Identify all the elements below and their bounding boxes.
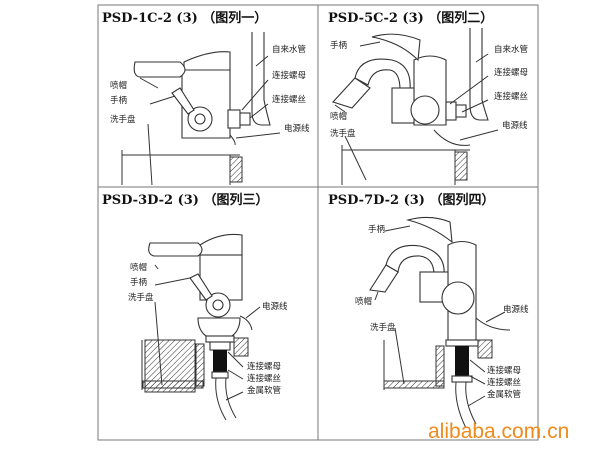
label-basin: 洗手盘 xyxy=(110,114,136,125)
label-nozzle: 喷帽 xyxy=(355,296,372,307)
label-nut: 连接螺母 xyxy=(247,361,281,372)
screw xyxy=(239,112,251,126)
panel-title: PSD-1C-2 (3) （图列一） xyxy=(102,10,267,26)
panel-4: PSD-7D-2 (3) （图列四） 手柄 喷帽 洗手盘 电源线 连接螺母 连接… xyxy=(328,192,529,429)
label-hose: 金属软管 xyxy=(247,385,281,396)
label-hose: 金属软管 xyxy=(487,389,521,400)
panel-2: PSD-5C-2 (3) （图列二） 手柄 自来水管 连接螺母 连接螺丝 电源线… xyxy=(328,10,529,185)
label-nozzle: 喷帽 xyxy=(110,80,127,91)
label-nut: 连接螺母 xyxy=(494,67,528,78)
label-nut: 连接螺母 xyxy=(272,70,306,81)
watermark: alibaba.com.cn xyxy=(428,420,570,443)
label-basin: 洗手盘 xyxy=(370,322,396,333)
label-cable: 电源线 xyxy=(284,123,310,134)
water-pipe xyxy=(251,32,271,126)
faucet-lever xyxy=(183,51,231,71)
label-screw: 连接螺丝 xyxy=(494,91,529,102)
label-basin: 洗手盘 xyxy=(128,292,154,303)
label-screw: 连接螺丝 xyxy=(247,373,282,384)
panel-frames xyxy=(97,4,539,441)
label-cable: 电源线 xyxy=(262,301,288,312)
label-handle: 手柄 xyxy=(110,95,128,106)
panel-1: PSD-1C-2 (3) （图列一） 自来水管 连接螺母 连接螺丝 电源线 喷帽… xyxy=(102,10,310,186)
panel-title: PSD-5C-2 (3) （图列二） xyxy=(328,10,493,26)
label-nut: 连接螺母 xyxy=(487,365,521,376)
nut xyxy=(227,109,241,129)
label-basin: 洗手盘 xyxy=(330,128,356,139)
label-pipe: 自来水管 xyxy=(272,44,306,55)
label-nozzle: 喷帽 xyxy=(330,111,347,122)
label-handle: 手柄 xyxy=(368,224,386,235)
label-handle: 手柄 xyxy=(330,40,348,51)
label-nozzle: 喷帽 xyxy=(130,262,147,273)
label-cable: 电源线 xyxy=(502,120,528,131)
label-pipe: 自来水管 xyxy=(494,44,528,55)
panel-title: PSD-3D-2 (3) （图列三） xyxy=(102,192,268,208)
label-handle: 手柄 xyxy=(130,277,148,288)
handle-part xyxy=(171,87,195,115)
label-screw: 连接螺丝 xyxy=(487,377,522,388)
panel-3: PSD-3D-2 (3) （图列三） 喷帽 手柄 洗手盘 电源线 连接螺母 连接… xyxy=(102,192,288,421)
panel-title: PSD-7D-2 (3) （图列四） xyxy=(328,192,494,208)
label-screw: 连接螺丝 xyxy=(272,94,307,105)
spray-nozzle xyxy=(133,61,186,78)
label-cable: 电源线 xyxy=(503,304,529,315)
